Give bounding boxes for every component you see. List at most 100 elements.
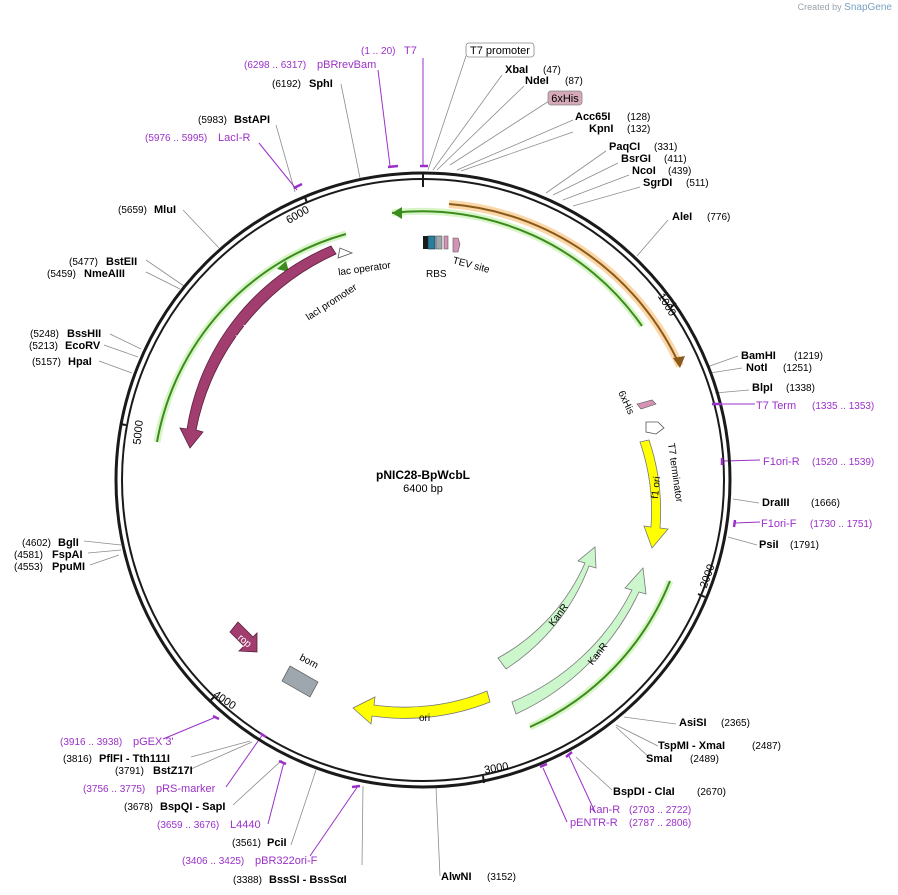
enzyme-bspqi-sapi: BspQI - SapI [160,801,225,813]
tick-label-5000: 5000 [131,420,145,446]
primer-t7-term-range: (1335 .. 1353) [812,401,874,412]
kanr-arrow-2 [511,567,647,715]
f1-ori-label: f1 ori [650,476,663,499]
enzyme-ecorv-pos: (5213) [29,341,58,352]
enzyme-blpi: BlpI [752,382,773,394]
laci-promoter-label: lacI promoter [304,282,359,323]
enzyme-acc65i-pos: (128) [627,112,650,123]
plasmid-name: pNIC28-BpWcbL [376,468,470,482]
primer-kan-r: Kan-R [589,804,620,816]
lac-operator-label: lac operator [338,260,392,278]
bom-label: bom [297,652,319,671]
primer-l4440: L4440 [230,819,261,831]
enzyme-smai: SmaI [646,753,672,765]
enzyme-nmeaiii: NmeAIII [84,268,125,280]
primer-f1ori-r: F1ori-R [763,456,800,468]
enzyme-draiii: DraIII [762,497,790,509]
enzyme-ecorv: EcoRV [65,340,101,352]
enzyme-bspqi-pos: (3678) [124,802,153,813]
enzyme-sphi-pos: (6192) [272,79,301,90]
his-tag-label-top: 6xHis [551,93,579,105]
primer-f1ori-r-range: (1520 .. 1539) [812,457,874,468]
enzyme-ppumi: PpuMI [52,561,85,573]
primer-leaders [162,58,761,857]
rbs-box [435,235,443,250]
his-tag-glyph [636,399,657,410]
enzyme-labels-right: XbaI (47) NdeI (87) Acc65I (128) KpnI (1… [441,64,840,883]
insert-span [448,203,681,367]
enzyme-hpai-pos: (5157) [32,357,61,368]
enzyme-blpi-pos: (1338) [786,383,815,394]
tev-site-box [452,237,461,253]
insert-span-arrow [673,356,685,368]
primer-l4440-range: (3659 .. 3676) [157,820,219,831]
enzyme-nmeaiii-pos: (5459) [47,269,76,280]
enzyme-ppumi-pos: (4553) [14,562,43,573]
primer-pbrrevbam-range: (6298 .. 6317) [244,60,306,71]
plasmid-size: 6400 bp [403,483,443,495]
enzyme-alei-pos: (776) [707,212,730,223]
enzyme-paqci-pos: (331) [654,142,677,153]
enzyme-bsteii: BstEII [106,256,137,268]
t7-promoter-label: T7 promoter [470,45,530,57]
enzyme-pcii-pos: (3561) [232,838,261,849]
primer-pentr-r-range: (2787 .. 2806) [629,818,691,829]
enzyme-alei: AleI [672,211,692,223]
primer-labels: (1 .. 20) T7 (6298 .. 6317) pBRrevBam (5… [60,45,874,867]
kanr-arrow-1 [497,546,597,670]
enzyme-bstapi-pos: (5983) [198,115,227,126]
enzyme-smai-pos: (2489) [690,754,719,765]
f1-ori-arrow [639,439,669,549]
enzyme-leaders [83,55,760,877]
primer-laci-r-range: (5976 .. 5995) [145,133,207,144]
primer-pgex3-range: (3916 .. 3938) [60,737,122,748]
enzyme-fspai-pos: (4581) [14,550,43,561]
enzyme-alwni-pos: (3152) [487,872,516,883]
laci-arrow [179,245,337,449]
his-tag-box-mark [443,235,449,250]
tick-marks [119,196,706,784]
enzyme-paqci: PaqCI [609,141,640,153]
primer-pgex3: pGEX 3' [133,736,174,748]
enzyme-bsssi: BssSI - BssSαI [269,874,347,886]
enzyme-fspai: FspAI [52,549,83,561]
enzyme-xbai-pos: (47) [543,65,561,76]
enzyme-bsshii: BssHII [67,328,101,340]
ori-label: ori [419,713,430,724]
enzyme-tspmi-xmai-pos: (2487) [752,741,781,752]
enzyme-bgli: BglI [58,537,79,549]
primer-marks [212,164,737,789]
rop-arrow [229,621,258,653]
enzyme-bsrgi: BsrGI [621,153,651,165]
primer-prs-marker: pRS-marker [156,783,216,795]
enzyme-bstapi: BstAPI [234,114,270,126]
t7-terminator-label: T7 terminator [665,443,684,504]
enzyme-pflfi-pos: (3816) [63,754,92,765]
enzyme-kpni-pos: (132) [627,124,650,135]
enzyme-bsrgi-pos: (411) [664,154,687,165]
enzyme-hpai: HpaI [68,356,92,368]
enzyme-bstz17i: BstZ17I [153,765,193,777]
t7-promoter-mark [423,236,428,249]
primer-f1ori-f-range: (1730 .. 1751) [810,519,872,530]
enzyme-alwni: AlwNI [441,871,472,883]
enzyme-bstz17i-pos: (3791) [115,766,144,777]
enzyme-noti: NotI [746,362,767,374]
bom-box [281,665,319,698]
enzyme-ndei: NdeI [525,75,549,87]
enzyme-draiii-pos: (1666) [811,498,840,509]
enzyme-acc65i: Acc65I [575,111,610,123]
enzyme-tspmi-xmai: TspMI - XmaI [658,740,725,752]
enzyme-asisi: AsiSI [679,717,707,729]
enzyme-labels-left: (3388) BssSI - BssSαI (3561) PciI (3678)… [14,78,347,886]
tick-label-3000: 3000 [483,761,509,777]
enzyme-sgrdi: SgrDI [643,177,672,189]
his-tag-label-box [547,90,583,106]
enzyme-psii-pos: (1791) [790,540,819,551]
primer-t7-term: T7 Term [756,400,796,412]
kanr-label-1: KanR [547,602,571,629]
tick-label-6000: 6000 [284,204,311,227]
primer-prs-marker-range: (3756 .. 3775) [83,784,145,795]
enzyme-xbai: XbaI [505,64,528,76]
lac-operator-box [427,235,436,250]
